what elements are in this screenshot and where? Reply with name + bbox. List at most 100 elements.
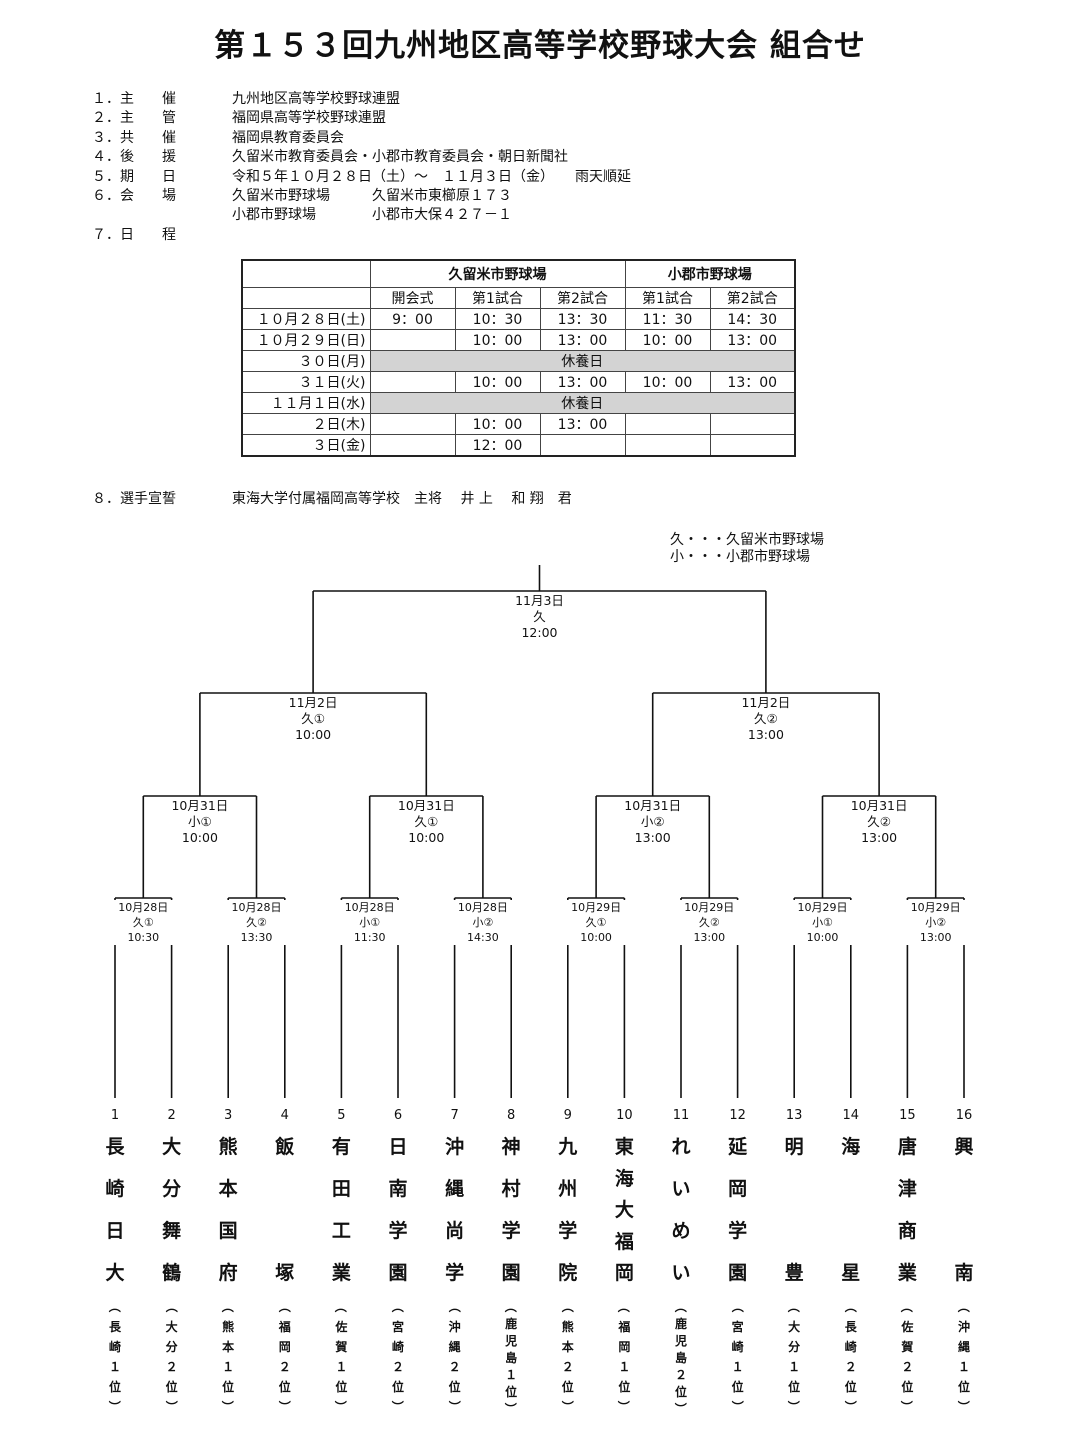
match-time: 10:00 [181, 830, 218, 845]
school-char: 福 [614, 1230, 634, 1253]
school-char: 日 [388, 1136, 408, 1158]
match-date: 10月28日 [457, 901, 508, 914]
pref-char: ２ [901, 1360, 914, 1374]
pref-char: 位 [335, 1380, 348, 1394]
table-row: ３０日(月)休養日 [241, 350, 796, 372]
match-venue: 小① [188, 814, 212, 829]
school-char: 延 [728, 1136, 748, 1158]
match-venue: 小① [359, 916, 381, 929]
school-char: 本 [218, 1178, 238, 1200]
pref-char: ２ [278, 1360, 291, 1374]
info-label: ２．主 管 [92, 110, 176, 127]
pref-char: 賀 [335, 1340, 348, 1354]
pref-char: （ [956, 1300, 971, 1313]
match-time: 10:00 [295, 727, 332, 742]
match-date: 11月2日 [741, 695, 791, 710]
pref-char: 分 [788, 1340, 801, 1354]
pref-char: （ [390, 1300, 405, 1313]
pref-char: ） [786, 1400, 801, 1413]
schedule-cell: 9：00 [369, 308, 456, 330]
pref-char: ） [333, 1400, 348, 1413]
match-time: 10:30 [127, 931, 160, 944]
pref-char: 沖 [957, 1320, 970, 1334]
pref-char: １ [788, 1360, 801, 1374]
schedule-cell: 10：30 [454, 308, 541, 330]
pref-char: ） [673, 1402, 688, 1415]
team-number: 11 [672, 1108, 690, 1123]
team-number: 2 [167, 1108, 176, 1123]
pref-char: （ [164, 1300, 179, 1313]
pref-char: 鹿 [505, 1317, 518, 1331]
school-char: 豊 [784, 1262, 804, 1284]
team-number: 10 [616, 1108, 633, 1123]
match-venue: 小② [472, 916, 494, 929]
pref-char: 位 [505, 1385, 518, 1399]
match-venue: 久② [867, 814, 891, 829]
pref-char: 島 [505, 1351, 518, 1365]
school-char: 岡 [728, 1178, 748, 1200]
school-char: 唐 [897, 1136, 917, 1158]
pref-char: 鹿 [674, 1317, 687, 1331]
pref-char: 大 [165, 1320, 178, 1334]
match-time: 11:30 [353, 931, 386, 944]
school-char: 園 [728, 1262, 748, 1284]
match-venue: 久① [414, 814, 439, 829]
match-date: 10月31日 [171, 798, 229, 813]
school-char: 海 [614, 1167, 634, 1190]
pref-char: （ [899, 1300, 914, 1313]
pref-char: 賀 [901, 1340, 914, 1354]
pref-char: 位 [731, 1380, 744, 1394]
pref-char: 児 [674, 1334, 687, 1348]
team-number: 15 [899, 1108, 916, 1123]
info-label: ３．共 催 [92, 129, 176, 146]
match-time: 14:30 [467, 931, 499, 944]
pref-char: ２ [391, 1360, 404, 1374]
team-number: 14 [842, 1108, 860, 1123]
pref-char: 位 [165, 1380, 178, 1394]
pref-char: （ [333, 1300, 348, 1313]
info-label: ７．日 程 [92, 226, 176, 243]
info-value: 福岡県高等学校野球連盟 [232, 110, 386, 127]
match-time: 13:00 [634, 830, 671, 845]
match-venue: 久② [698, 916, 720, 929]
match-venue: 久① [585, 916, 607, 929]
school-char: 縄 [445, 1178, 465, 1200]
school-char: 工 [331, 1220, 351, 1242]
pref-char: （ [277, 1300, 292, 1313]
schedule-cell: 13：00 [539, 329, 626, 351]
schedule-cell: 13：30 [539, 308, 626, 330]
match-date: 10月29日 [797, 901, 848, 914]
school-char: 田 [331, 1178, 351, 1200]
team-number: 16 [955, 1108, 973, 1123]
legend-ogori: 小・・・小郡市野球場 [670, 549, 810, 565]
school-char: 舞 [162, 1220, 182, 1242]
schedule-cell: 久留米市野球場 [369, 259, 626, 288]
pref-char: 長 [844, 1320, 857, 1334]
match-venue: 小② [640, 814, 665, 829]
school-char: 南 [954, 1262, 974, 1284]
match-date: 10月31日 [850, 798, 908, 813]
pref-char: 福 [278, 1320, 291, 1334]
school-char: 有 [331, 1136, 351, 1158]
match-time: 13:00 [693, 931, 726, 944]
match-date: 11月2日 [288, 695, 338, 710]
pref-char: 位 [278, 1380, 291, 1394]
match-venue: 久② [754, 711, 778, 726]
info-label: １．主 催 [92, 91, 176, 107]
match-date: 10月28日 [231, 901, 282, 914]
school-char: 村 [501, 1178, 521, 1200]
team-number: 4 [280, 1108, 289, 1123]
pref-char: 位 [561, 1380, 574, 1394]
pref-char: ） [503, 1402, 518, 1415]
schedule-cell [709, 434, 796, 457]
team-number: 6 [393, 1108, 403, 1123]
